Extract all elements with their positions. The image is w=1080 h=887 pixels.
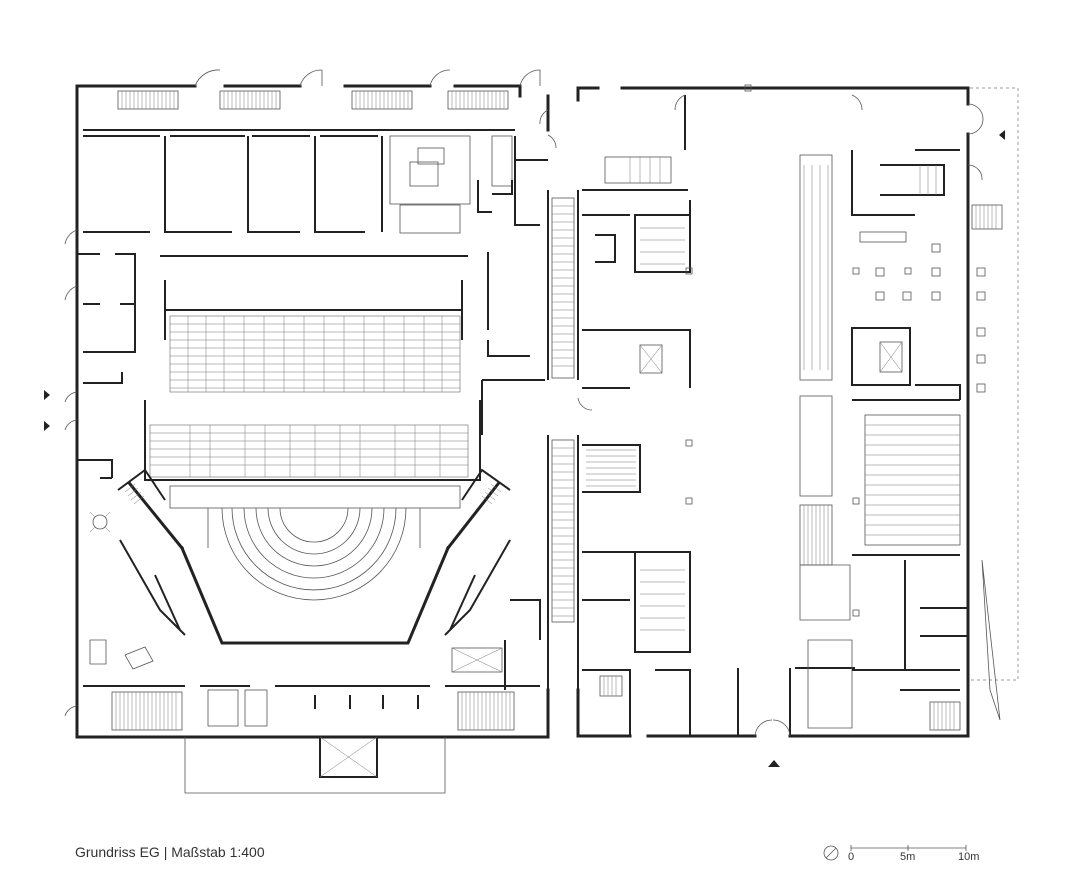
scale-label-10m: 10m bbox=[958, 851, 980, 863]
cafe-tables bbox=[875, 243, 986, 393]
entrance-triangle-icon bbox=[44, 390, 50, 400]
entrance-triangle-icon bbox=[44, 421, 50, 431]
auditorium-seating bbox=[144, 280, 481, 509]
drawing-caption: Grundriss EG | Maßstab 1:400 bbox=[75, 844, 265, 860]
theatre-building bbox=[64, 69, 550, 794]
connector-stairs bbox=[539, 109, 593, 690]
caption-scale: Maßstab 1:400 bbox=[171, 844, 265, 860]
stage bbox=[117, 468, 511, 645]
north-stairs bbox=[117, 90, 509, 110]
caption-title: Grundriss EG bbox=[75, 844, 160, 860]
scale-label-5m: 5m bbox=[900, 851, 916, 863]
caption-separator: | bbox=[163, 844, 168, 860]
entrance-triangle-icon bbox=[999, 130, 1005, 140]
scale-bar bbox=[850, 845, 967, 851]
columns bbox=[685, 84, 912, 617]
entrance-markers bbox=[44, 130, 1005, 767]
scale-label-0: 0 bbox=[848, 851, 855, 863]
east-building bbox=[576, 84, 1019, 738]
north-arrow-icon bbox=[823, 845, 839, 861]
entrance-triangle-icon bbox=[768, 760, 780, 767]
